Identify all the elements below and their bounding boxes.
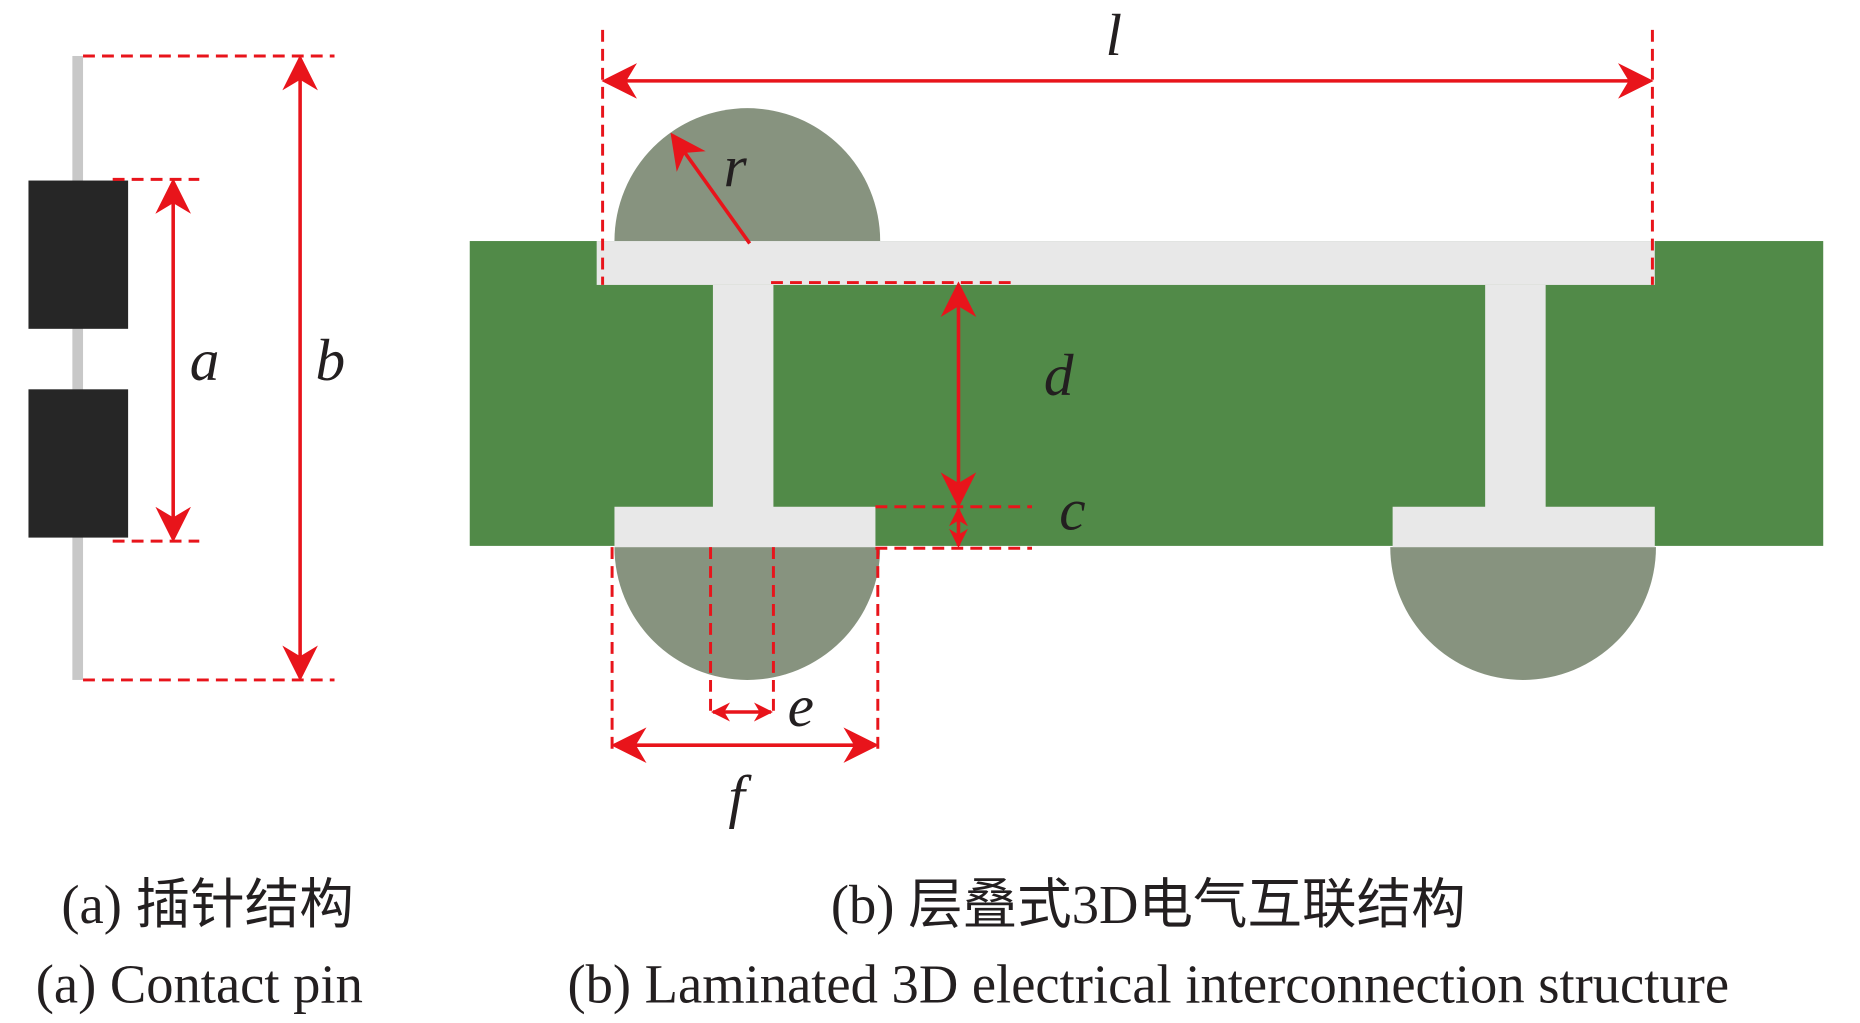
caption-b-english: (b) Laminated 3D electrical interconnect…	[567, 954, 1729, 1015]
label-b: b	[316, 327, 346, 393]
solder-ball-bottom-right	[1390, 547, 1656, 680]
label-d: d	[1044, 342, 1074, 408]
label-c: c	[1059, 476, 1085, 542]
pcb-board	[469, 241, 1824, 546]
label-a: a	[190, 327, 220, 393]
label-l: l	[1106, 2, 1122, 68]
via-left	[712, 284, 774, 508]
pin-dimensions: a b	[83, 54, 346, 682]
label-f: f	[728, 763, 752, 829]
pin-block-top	[28, 180, 129, 329]
label-r: r	[724, 133, 748, 199]
caption-a-english: (a) Contact pin	[36, 954, 363, 1015]
top-trace	[596, 241, 1655, 285]
label-e: e	[788, 673, 814, 739]
pin-shaft	[72, 55, 84, 680]
structure-dimensions: l r d c e f	[601, 2, 1654, 829]
laminated-structure	[469, 108, 1824, 680]
contact-pin	[28, 55, 129, 680]
caption-b-chinese: (b) 层叠式3D电气互联结构	[831, 874, 1466, 935]
pad-left	[614, 506, 876, 548]
pad-right	[1392, 506, 1655, 548]
dimension-r-arrow	[670, 132, 752, 245]
solder-ball-bottom-left	[614, 547, 881, 680]
solder-ball-top	[614, 108, 881, 242]
via-right	[1485, 284, 1546, 508]
caption-a-chinese: (a) 插针结构	[61, 874, 353, 935]
pin-block-bottom	[28, 389, 129, 538]
